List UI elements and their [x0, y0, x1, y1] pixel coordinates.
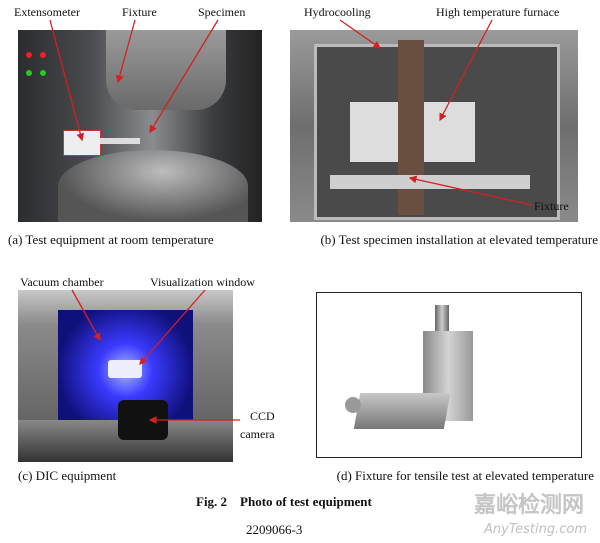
label-fixture-b: Fixture [534, 199, 569, 213]
page-number: 2209066-3 [246, 522, 303, 537]
arrow-furnace [439, 19, 493, 122]
label-hydrocooling: Hydrocooling [304, 5, 371, 19]
label-fixture-a: Fixture [122, 5, 157, 19]
label-camera: camera [240, 427, 275, 441]
caption-c: (c) DIC equipment [18, 468, 117, 483]
label-visualization-window: Visualization window [150, 275, 255, 289]
arrow-visualization-window [139, 289, 206, 365]
label-extensometer: Extensometer [14, 5, 80, 19]
photo-tensile-fixture [316, 292, 582, 458]
caption-d: (d) Fixture for tensile test at elevated… [336, 468, 594, 483]
arrow-fixture-a [115, 19, 136, 84]
photo-elevated-temperature-installation [290, 30, 578, 222]
arrow-vacuum-chamber [71, 289, 101, 342]
arrow-fixture-b [408, 175, 533, 206]
arrow-specimen [149, 19, 219, 134]
figure-title: Fig. 2 Photo of test equipment [196, 494, 372, 509]
caption-a: (a) Test equipment at room temperature [8, 232, 214, 247]
arrow-extensometer [49, 19, 85, 142]
watermark-cn: 嘉峪检测网 [474, 493, 585, 518]
label-high-temperature-furnace: High temperature furnace [436, 5, 560, 19]
photo-dic-equipment [18, 290, 233, 462]
caption-b: (b) Test specimen installation at elevat… [320, 232, 598, 247]
label-specimen: Specimen [198, 5, 246, 19]
photo-room-temperature-equipment [18, 30, 262, 222]
watermark-en: AnyTesting.com [484, 522, 588, 537]
label-vacuum-chamber: Vacuum chamber [20, 275, 104, 289]
arrow-hydrocooling [339, 19, 382, 49]
label-ccd: CCD [250, 409, 275, 423]
